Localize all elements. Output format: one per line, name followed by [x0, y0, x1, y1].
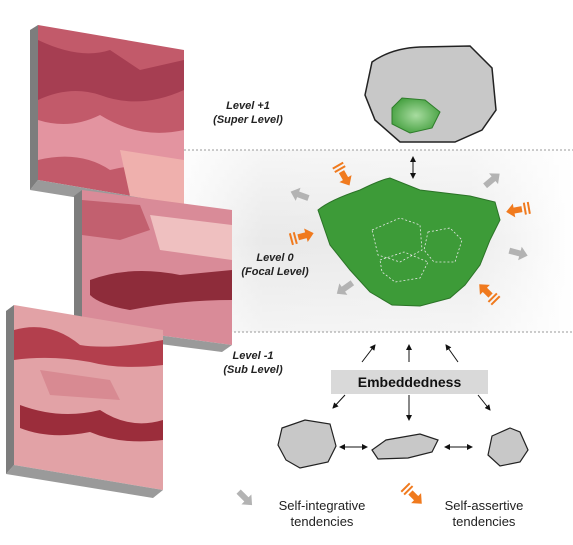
level-focal-label: Level 0 (Focal Level): [241, 252, 309, 278]
legend-assertive-symbol: [399, 481, 427, 509]
level-super-label: Level +1 (Super Level): [213, 100, 283, 126]
sub-level-patches: [277, 419, 529, 469]
legend-integrative-symbol: [233, 486, 258, 511]
legend-assertive-label: Self-assertive tendencies: [444, 498, 524, 529]
focal-level-patch: [317, 177, 501, 307]
aerial-photo-sub-level: [6, 305, 163, 498]
level-sub-label: Level -1 (Sub Level): [223, 350, 283, 376]
super-level-patch: [364, 45, 497, 143]
embeddedness-arrows: [332, 344, 491, 450]
legend-integrative-label: Self-integrative tendencies: [278, 498, 366, 529]
embeddedness-label: Embeddedness: [331, 370, 488, 394]
aerial-photo-super-level: [30, 25, 184, 213]
